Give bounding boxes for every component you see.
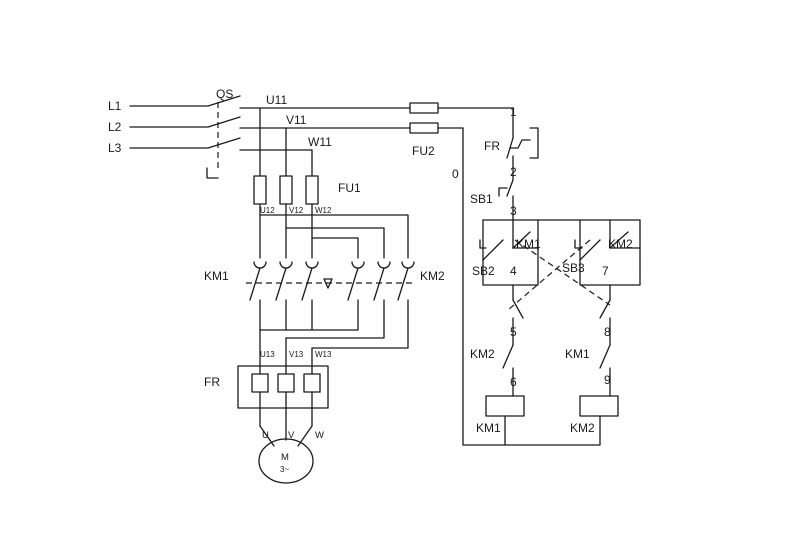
label-v11: V11 — [286, 113, 307, 127]
label-fr-main: FR — [204, 375, 220, 389]
label-w: W — [315, 430, 324, 441]
label-node-7: 7 — [602, 264, 609, 278]
label-km1-main: KM1 — [204, 269, 229, 283]
label-node-9: 9 — [604, 373, 611, 387]
label-fu1: FU1 — [338, 181, 361, 195]
label-v13: V13 — [289, 350, 304, 359]
label-fu2: FU2 — [412, 144, 435, 158]
label-l2: L2 — [108, 120, 122, 134]
fu2-fuses — [409, 102, 514, 446]
label-u11: U11 — [266, 93, 287, 107]
label-km2-coil: KM2 — [570, 421, 595, 435]
km2-output-wiring — [259, 299, 409, 375]
label-motor: M — [281, 452, 289, 463]
phase-drops — [259, 107, 313, 177]
fu1-fuses — [253, 175, 319, 259]
km2-main-contacts — [347, 261, 415, 301]
label-node-5: 5 — [510, 325, 517, 339]
label-w13: W13 — [315, 350, 332, 359]
label-sb1: SB1 — [470, 192, 493, 206]
label-sb2: SB2 — [472, 264, 495, 278]
label-fr-control: FR — [484, 139, 500, 153]
label-km1-aux: KM1 — [516, 237, 541, 251]
label-node-8: 8 — [604, 325, 611, 339]
label-node-4: 4 — [510, 264, 517, 278]
label-u12: U12 — [260, 206, 275, 215]
label-u: U — [262, 430, 269, 441]
label-km1-coil: KM1 — [476, 421, 501, 435]
km2-feed-wiring — [259, 214, 409, 259]
label-v12: V12 — [289, 206, 304, 215]
motor — [258, 425, 314, 484]
label-qs: QS — [216, 87, 233, 101]
mechanical-interlock — [246, 278, 412, 289]
label-l3: L3 — [108, 141, 122, 155]
label-w12: W12 — [315, 206, 332, 215]
label-km1-interlock: KM1 — [565, 347, 590, 361]
label-node-3: 3 — [510, 204, 517, 218]
label-v: V — [288, 430, 295, 441]
label-node-1: 1 — [510, 105, 517, 119]
supply-lines — [129, 105, 209, 149]
label-node-0: 0 — [452, 167, 459, 181]
control-interlock-dashes — [507, 239, 611, 311]
label-node-6: 6 — [510, 375, 517, 389]
label-motor-phase: 3~ — [280, 465, 289, 474]
km1-main-contacts — [249, 261, 319, 331]
label-w11: W11 — [308, 135, 332, 149]
label-km2-aux: KM2 — [608, 237, 633, 251]
label-sb3: SB3 — [562, 261, 585, 275]
label-u13: U13 — [260, 350, 275, 359]
control-stop-branch — [482, 107, 641, 221]
label-l1: L1 — [108, 99, 122, 113]
qs-switch — [206, 95, 411, 179]
reverse-branch — [504, 219, 641, 446]
label-node-2: 2 — [510, 165, 517, 179]
forward-branch — [462, 219, 539, 446]
label-km2-interlock: KM2 — [470, 347, 495, 361]
label-km2-main: KM2 — [420, 269, 445, 283]
fr-thermal-relay — [237, 365, 329, 427]
